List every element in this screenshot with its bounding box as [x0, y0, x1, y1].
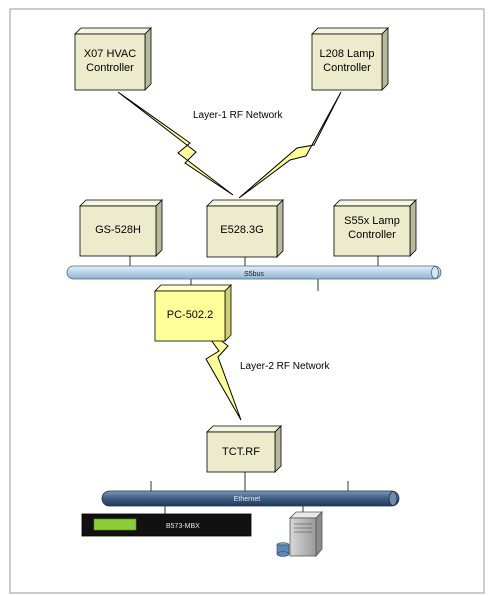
gs528h-node: GS-528H: [79, 199, 163, 257]
layer1-network-label: Layer-1 RF Network: [193, 110, 283, 121]
tctrf-label: TCT.RF: [222, 446, 260, 458]
x07-label-line1: X07 HVAC: [84, 48, 136, 60]
display-bar: [93, 518, 137, 531]
x07-label-line2: Controller: [86, 62, 134, 74]
l208-lamp-controller: L208 Lamp Controller: [311, 27, 389, 91]
s55x-label-line1: S55x Lamp: [344, 215, 400, 227]
b573-mbx-unit: B573-MBX: [81, 513, 252, 537]
bus-connectors: [129, 256, 379, 515]
lightning-bolt-icon: [117, 91, 234, 196]
ethernet-label: Ethernet: [234, 496, 261, 503]
ethernet-bus: Ethernet: [101, 490, 400, 507]
x07-hvac-controller: X07 HVAC Controller: [74, 27, 152, 91]
lightning-bolt-icon: [238, 91, 342, 199]
s55x-lamp-controller: S55x Lamp Controller: [333, 199, 417, 257]
l208-label-line2: Controller: [323, 62, 371, 74]
e528-node: E528.3G: [206, 199, 284, 258]
s5bus: S5bus: [66, 265, 442, 280]
l208-label-line1: L208 Lamp: [319, 48, 374, 60]
pc502-label: PC-502.2: [167, 309, 213, 321]
pc502-node: PC-502.2: [154, 284, 232, 342]
server-icon: [276, 511, 323, 558]
tctrf-node: TCT.RF: [206, 425, 282, 473]
e528-label: E528.3G: [220, 224, 263, 236]
layer2-network-label: Layer-2 RF Network: [240, 361, 330, 372]
lightning-bolt-icon: [197, 321, 242, 421]
b573-label: B573-MBX: [166, 523, 200, 530]
gs528h-label: GS-528H: [95, 224, 141, 236]
s5bus-label: S5bus: [244, 271, 264, 278]
s55x-label-line2: Controller: [348, 229, 396, 241]
